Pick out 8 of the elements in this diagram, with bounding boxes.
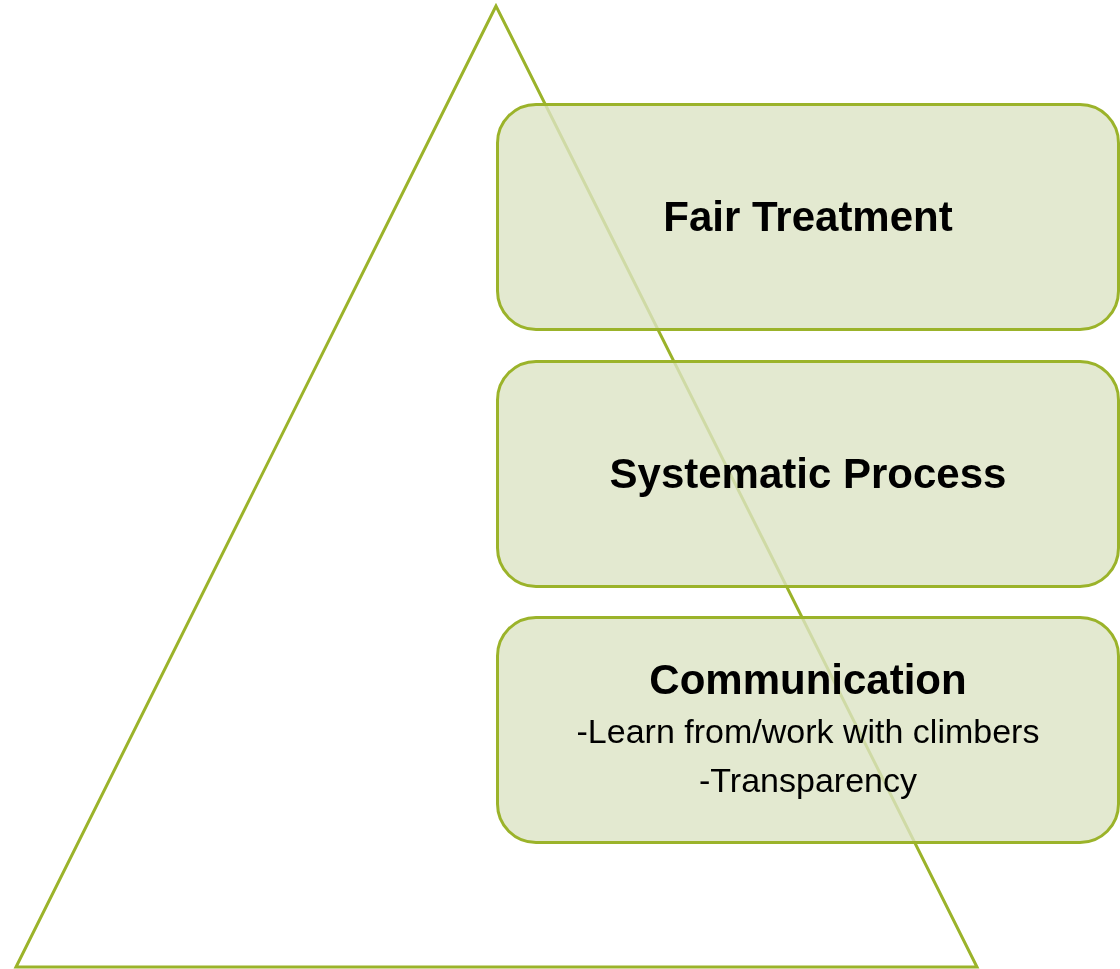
box-title: Communication [649, 655, 967, 706]
tier-box [496, 360, 1120, 588]
list-item: -Learn from/work with climbers [576, 710, 1040, 752]
tier-box [496, 616, 1120, 844]
tier-box [496, 103, 1120, 331]
box-title: Fair Treatment [663, 191, 953, 242]
list-item: -Transparency [699, 760, 917, 802]
box-title: Systematic Process [609, 448, 1007, 499]
